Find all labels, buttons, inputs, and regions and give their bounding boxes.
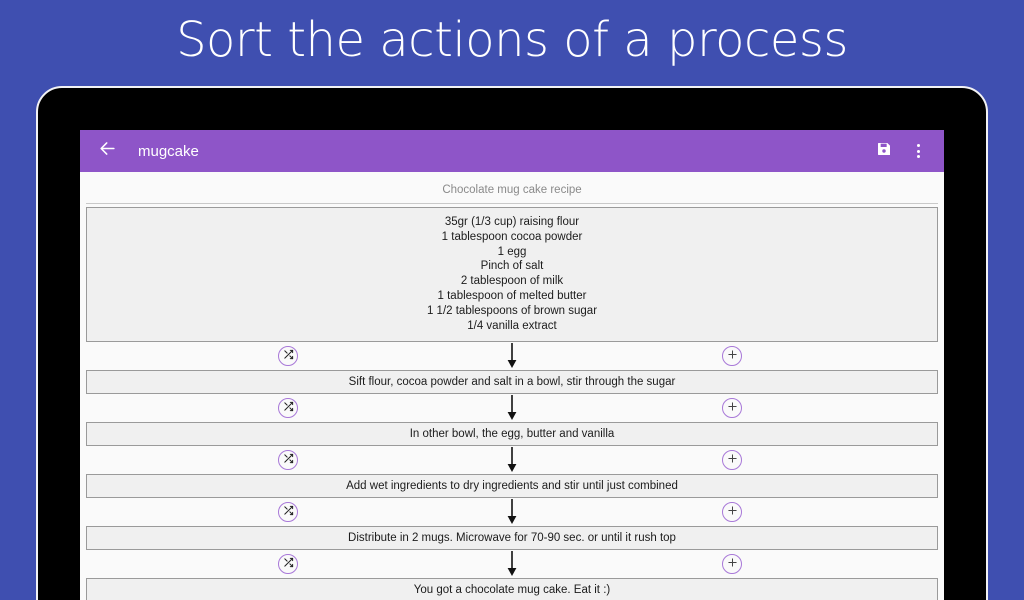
ingredients-block[interactable]: 35gr (1/3 cup) raising flour 1 tablespoo… bbox=[86, 207, 938, 343]
connector-row bbox=[86, 446, 938, 474]
step-row[interactable]: Sift flour, cocoa powder and salt in a b… bbox=[86, 370, 938, 395]
back-button[interactable] bbox=[92, 136, 122, 166]
arrow-left-icon bbox=[98, 139, 117, 163]
add-step-button[interactable] bbox=[722, 398, 742, 419]
plus-circle-icon bbox=[727, 399, 738, 417]
add-step-button[interactable] bbox=[722, 554, 742, 575]
save-floppy-icon bbox=[876, 141, 892, 162]
arrow-down-icon bbox=[505, 395, 519, 421]
app-bar-title: mugcake bbox=[138, 142, 199, 160]
step-row[interactable]: You got a chocolate mug cake. Eat it :) bbox=[86, 578, 938, 600]
ingredient-line: 2 tablespoon of milk bbox=[460, 275, 564, 288]
process-editor: Chocolate mug cake recipe 35gr (1/3 cup)… bbox=[80, 172, 944, 600]
step-row[interactable]: Add wet ingredients to dry ingredients a… bbox=[86, 474, 938, 499]
connector-row bbox=[86, 394, 938, 422]
connector-row bbox=[86, 550, 938, 578]
shuffle-icon bbox=[283, 399, 294, 417]
shuffle-icon bbox=[283, 347, 294, 365]
device-screen: mugcake bbox=[80, 130, 944, 600]
ingredient-line: 1 egg bbox=[497, 245, 527, 258]
swap-steps-button[interactable] bbox=[278, 398, 298, 419]
overflow-menu-button[interactable] bbox=[904, 137, 932, 165]
arrow-down-icon bbox=[505, 343, 519, 369]
add-step-button[interactable] bbox=[722, 502, 742, 523]
connector-row bbox=[86, 342, 938, 370]
ingredient-line: 1 tablespoon of melted butter bbox=[437, 289, 587, 302]
plus-circle-icon bbox=[727, 555, 738, 573]
swap-steps-button[interactable] bbox=[278, 346, 298, 367]
add-step-button[interactable] bbox=[722, 346, 742, 367]
arrow-down-icon bbox=[505, 551, 519, 577]
swap-steps-button[interactable] bbox=[278, 554, 298, 575]
plus-circle-icon bbox=[727, 347, 738, 365]
tablet-device-frame: mugcake bbox=[36, 86, 988, 600]
shuffle-icon bbox=[283, 503, 294, 521]
app-bar-actions bbox=[870, 137, 932, 165]
step-row[interactable]: In other bowl, the egg, butter and vanil… bbox=[86, 422, 938, 447]
page-title: Chocolate mug cake recipe bbox=[442, 184, 582, 196]
promo-headline: Sort the actions of a process bbox=[176, 12, 848, 68]
ingredient-line: 1 1/2 tablespoons of brown sugar bbox=[426, 304, 598, 317]
add-step-button[interactable] bbox=[722, 450, 742, 471]
step-row[interactable]: Distribute in 2 mugs. Microwave for 70-9… bbox=[86, 526, 938, 551]
save-button[interactable] bbox=[870, 137, 898, 165]
ingredient-line: 35gr (1/3 cup) raising flour bbox=[444, 216, 580, 228]
title-divider bbox=[86, 203, 938, 204]
plus-circle-icon bbox=[727, 503, 738, 521]
shuffle-icon bbox=[283, 555, 294, 573]
ingredient-line: 1/4 vanilla extract bbox=[467, 319, 557, 332]
connector-row bbox=[86, 498, 938, 526]
more-vertical-icon bbox=[916, 144, 920, 158]
ingredient-line: 1 tablespoon cocoa powder bbox=[441, 230, 583, 243]
plus-circle-icon bbox=[727, 451, 738, 469]
swap-steps-button[interactable] bbox=[278, 502, 298, 523]
app-bar: mugcake bbox=[80, 130, 944, 172]
swap-steps-button[interactable] bbox=[278, 450, 298, 471]
arrow-down-icon bbox=[505, 447, 519, 473]
shuffle-icon bbox=[283, 451, 294, 469]
ingredient-line: Pinch of salt bbox=[480, 260, 544, 273]
arrow-down-icon bbox=[505, 499, 519, 525]
